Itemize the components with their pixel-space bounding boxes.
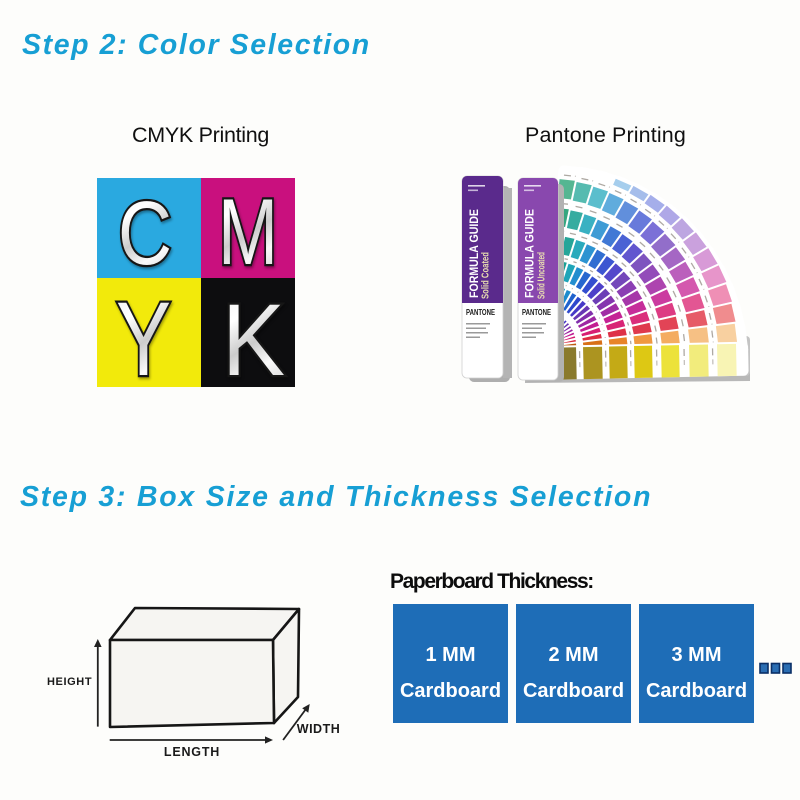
svg-text:LENGTH: LENGTH	[164, 745, 220, 759]
svg-text:PANTONE: PANTONE	[466, 308, 496, 317]
svg-text:Solid Coated: Solid Coated	[481, 252, 492, 299]
svg-text:M: M	[218, 179, 278, 284]
svg-text:C: C	[118, 184, 172, 284]
svg-text:WIDTH: WIDTH	[297, 722, 340, 736]
svg-text:Solid Uncoated: Solid Uncoated	[537, 252, 548, 299]
svg-text:FORMULA GUIDE: FORMULA GUIDE	[523, 209, 537, 298]
svg-text:HEIGHT: HEIGHT	[47, 676, 92, 688]
svg-text:FORMULA GUIDE: FORMULA GUIDE	[467, 209, 481, 298]
svg-text:PANTONE: PANTONE	[522, 308, 552, 317]
svg-text:K: K	[222, 283, 285, 387]
svg-text:Y: Y	[116, 281, 171, 387]
